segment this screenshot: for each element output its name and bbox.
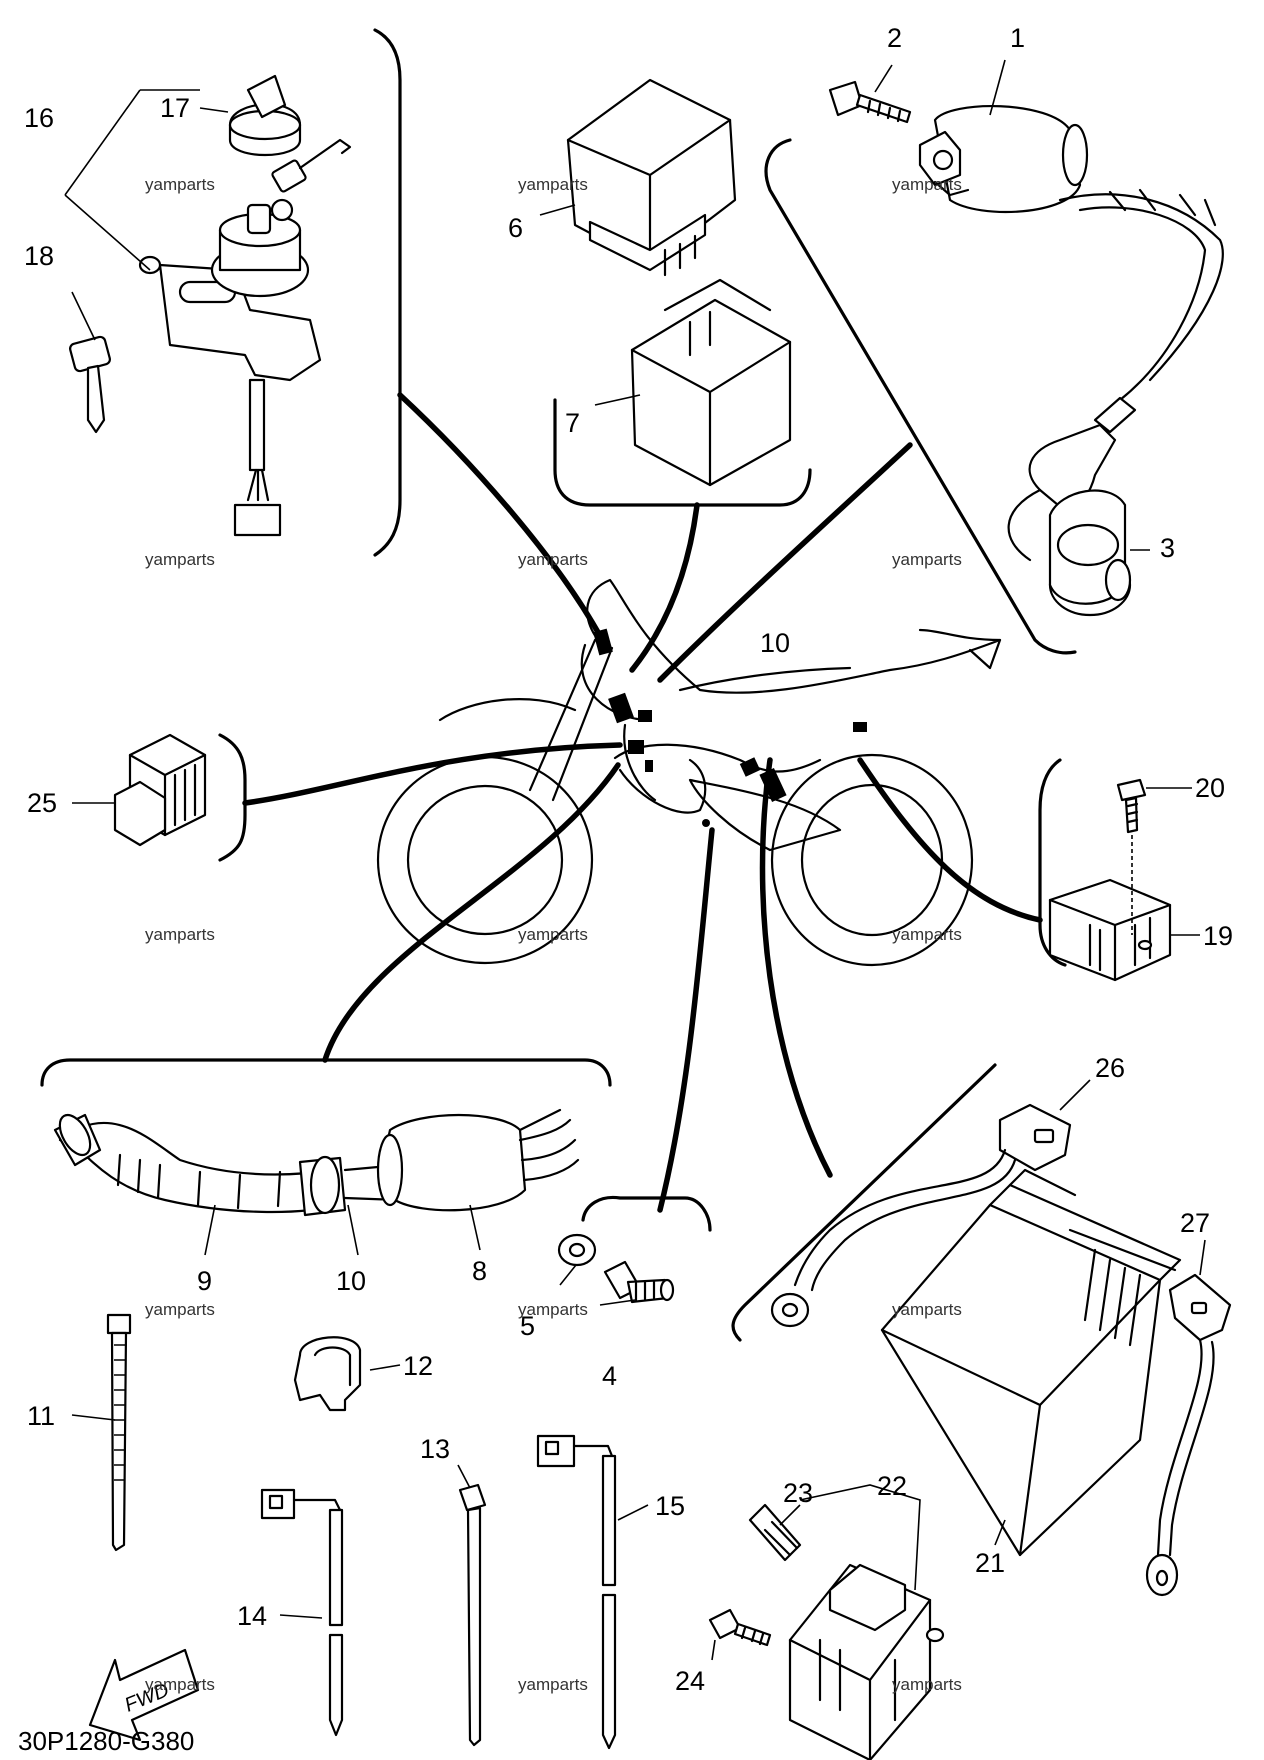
callout-10b: 10	[336, 1266, 366, 1296]
watermark: yamparts	[892, 550, 962, 569]
watermark: yamparts	[518, 550, 588, 569]
watermark: yamparts	[518, 1300, 588, 1319]
watermark: yamparts	[145, 1300, 215, 1319]
watermark: yamparts	[892, 1300, 962, 1319]
watermark: yamparts	[145, 175, 215, 194]
callout-25: 25	[27, 788, 57, 818]
callout-1: 1	[1010, 23, 1025, 53]
diagram-code: 30P1280-G380	[18, 1726, 194, 1756]
watermark: yamparts	[518, 175, 588, 194]
watermark: yamparts	[892, 1675, 962, 1694]
callout-15: 15	[655, 1491, 685, 1521]
part-rectifier-regulator	[1048, 878, 1172, 982]
watermark: yamparts	[145, 1675, 215, 1694]
motorcycle-outline	[376, 578, 1002, 967]
callout-5: 5	[520, 1311, 535, 1341]
callout-numbers: 1 2 3 4 5 6 7 8 9 10 10 11 12 13 14 15 1…	[24, 23, 1233, 1696]
callout-11: 11	[27, 1401, 55, 1431]
part-relay	[566, 78, 737, 277]
callout-8: 8	[472, 1256, 487, 1286]
watermark: yamparts	[518, 925, 588, 944]
callout-18: 18	[24, 241, 54, 271]
part-battery	[880, 1168, 1182, 1557]
callout-22: 22	[877, 1471, 907, 1501]
callout-17: 17	[160, 93, 190, 123]
callout-21: 21	[975, 1548, 1005, 1578]
part-ignition-coil	[918, 104, 1224, 402]
part-starter-relay-cover	[748, 1503, 802, 1562]
watermark: yamparts	[145, 925, 215, 944]
callout-14: 14	[237, 1601, 267, 1631]
part-cable-tie-11	[106, 1313, 132, 1552]
callout-6: 6	[508, 213, 523, 243]
callout-10a: 10	[760, 628, 790, 658]
callout-23: 23	[783, 1478, 813, 1508]
part-key	[69, 335, 111, 434]
part-bolt-regulator	[1116, 778, 1147, 935]
watermark: yamparts	[892, 925, 962, 944]
callout-9: 9	[197, 1266, 212, 1296]
part-neutral-switch	[603, 1260, 675, 1304]
part-band-15	[536, 1434, 617, 1750]
callout-2: 2	[887, 23, 902, 53]
callout-13: 13	[420, 1434, 450, 1464]
part-spark-plug-cap	[1007, 396, 1137, 617]
part-bolt-relay	[708, 1608, 772, 1647]
part-gasket	[557, 1233, 597, 1267]
part-bolt-coil	[828, 80, 912, 124]
part-battery-cable-26	[770, 1103, 1072, 1328]
part-cable-tie-13	[458, 1483, 487, 1747]
callout-4: 4	[602, 1361, 617, 1391]
part-battery-cable-27	[1145, 1273, 1232, 1597]
callout-7: 7	[565, 408, 580, 438]
callout-20: 20	[1195, 773, 1225, 803]
part-band-14	[260, 1488, 344, 1737]
harness-connectors	[580, 628, 867, 802]
part-25-relay	[113, 733, 207, 847]
callout-27: 27	[1180, 1208, 1210, 1238]
callout-19: 19	[1203, 921, 1233, 951]
callout-26: 26	[1095, 1053, 1125, 1083]
part-relay-cover	[630, 278, 792, 487]
watermark: yamparts	[892, 175, 962, 194]
watermark: yamparts	[145, 550, 215, 569]
callout-16: 16	[24, 103, 54, 133]
group-brackets	[40, 28, 1077, 1342]
part-switch-cap	[228, 74, 302, 156]
part-clamp-12	[293, 1336, 362, 1412]
part-starter-relay	[788, 1563, 945, 1760]
callout-3: 3	[1160, 533, 1175, 563]
watermark: yamparts	[518, 1675, 588, 1694]
callout-24: 24	[675, 1666, 705, 1696]
part-main-switch	[138, 138, 352, 537]
part-wire-harness	[53, 1108, 580, 1217]
watermarks: yamparts yamparts yamparts yamparts yamp…	[145, 175, 962, 1694]
callout-12: 12	[403, 1351, 433, 1381]
